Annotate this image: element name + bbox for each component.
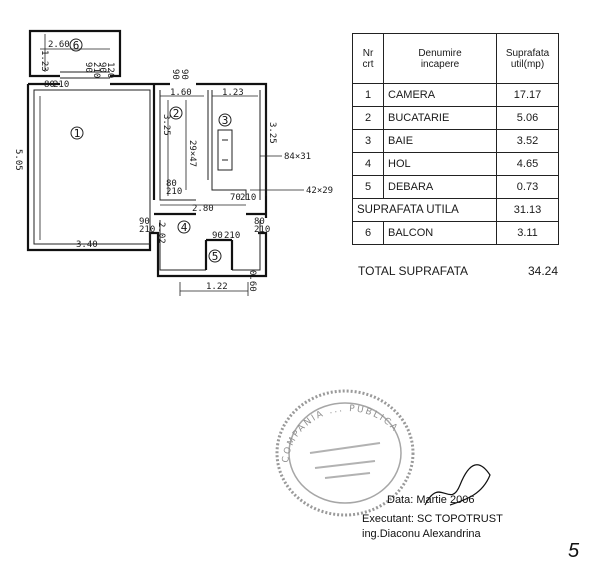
signature bbox=[424, 464, 491, 506]
dim-label: 3.25 bbox=[267, 122, 277, 144]
balcony-wall bbox=[28, 29, 122, 78]
svg-text:4: 4 bbox=[181, 221, 188, 234]
dim-label: 1.23 bbox=[222, 88, 244, 98]
useful-area-row: SUPRAFATA UTILA 31.13 bbox=[352, 198, 559, 222]
dim-label: 3.40 bbox=[76, 240, 98, 250]
room-4-marker: 4 bbox=[177, 220, 191, 234]
dim-label: 29×47 bbox=[187, 140, 197, 167]
exterior-wall bbox=[26, 84, 268, 278]
dim-label: 70 bbox=[230, 193, 241, 203]
kitchen-inner-wall bbox=[159, 90, 209, 201]
dim-label: 1.60 bbox=[170, 88, 192, 98]
dim-label: 210 bbox=[91, 62, 101, 78]
svg-text:6: 6 bbox=[73, 39, 80, 52]
bath-fixture bbox=[217, 129, 233, 171]
table-row: 1 CAMERA 17.17 bbox=[352, 83, 559, 107]
total-surface: TOTAL SUPRAFATA 34.24 bbox=[358, 264, 558, 278]
room-1-marker: 1 bbox=[70, 126, 84, 140]
dim-label: 2.02 bbox=[156, 222, 166, 244]
svg-text:2: 2 bbox=[173, 107, 180, 120]
dim-label: 120 bbox=[105, 62, 115, 78]
dim-label: 210 bbox=[240, 193, 256, 203]
dim-label: 210 bbox=[254, 225, 270, 235]
dim-label: 2.60 bbox=[48, 40, 70, 50]
table-row: 3 BAIE 3.52 bbox=[352, 129, 559, 153]
executant-line: Executant: SC TOPOTRUST bbox=[362, 513, 503, 525]
total-value: 34.24 bbox=[527, 264, 558, 278]
date-line: Data: Martie 2006 bbox=[387, 494, 475, 506]
dim-label: 210 bbox=[166, 187, 182, 197]
dim-label: 90 bbox=[170, 69, 180, 80]
floor-plan: 1 2 3 4 5 6 2.60 1.23 90 210 90 120 80 2… bbox=[13, 29, 333, 296]
room-3-marker: 3 bbox=[218, 113, 232, 127]
stamp-text: COMPANIA ... PUBLICA bbox=[281, 404, 398, 463]
engineer-line: ing.Diaconu Alexandrina bbox=[362, 528, 481, 540]
total-label: TOTAL SUPRAFATA bbox=[358, 264, 469, 278]
page-mark: 5 bbox=[568, 540, 580, 562]
svg-text:5: 5 bbox=[212, 250, 219, 263]
table-row: 5 DEBARA 0.73 bbox=[352, 175, 559, 199]
dim-label: 90 bbox=[97, 62, 107, 73]
dim-label: 90 bbox=[179, 69, 189, 80]
dim-label: 80 bbox=[166, 179, 177, 189]
room-5-marker: 5 bbox=[208, 249, 222, 263]
dim-label: 80 bbox=[44, 80, 55, 90]
svg-text:1: 1 bbox=[74, 127, 81, 140]
pantry-wall bbox=[204, 238, 234, 270]
dim-label: 2.80 bbox=[192, 204, 214, 214]
table-row: 4 HOL 4.65 bbox=[352, 152, 559, 176]
room1-inner-wall bbox=[33, 89, 151, 245]
dim-label: 3.25 bbox=[161, 114, 171, 136]
dim-label: 0.60 bbox=[247, 270, 257, 292]
dim-label: 5.05 bbox=[13, 149, 23, 171]
dim-label: 1.22 bbox=[206, 282, 228, 292]
svg-text:3: 3 bbox=[222, 114, 229, 127]
dim-label: 210 bbox=[224, 231, 240, 241]
dim-label: 210 bbox=[53, 80, 69, 90]
official-stamp: COMPANIA ... PUBLICA bbox=[275, 389, 415, 517]
hall-inner-wall bbox=[159, 220, 261, 271]
balcony-row: 6 BALCON 3.11 bbox=[352, 221, 559, 245]
table-row: 2 BUCATARIE 5.06 bbox=[352, 106, 559, 130]
room-6-marker: 6 bbox=[69, 38, 83, 52]
room-2-marker: 2 bbox=[169, 106, 183, 120]
dim-label: 84×31 bbox=[284, 152, 311, 162]
bath-inner-wall bbox=[211, 90, 261, 200]
dim-label: 90 bbox=[83, 62, 93, 73]
dim-label: 90 bbox=[139, 217, 150, 227]
svg-text:COMPANIA ... PUBLICA: COMPANIA ... PUBLICA bbox=[281, 404, 400, 463]
dim-label: 80 bbox=[254, 217, 265, 227]
dim-label: 90 bbox=[212, 231, 223, 241]
dim-label: 42×29 bbox=[306, 186, 333, 196]
dim-label: 210 bbox=[139, 225, 155, 235]
dim-label: 1.23 bbox=[39, 50, 49, 72]
